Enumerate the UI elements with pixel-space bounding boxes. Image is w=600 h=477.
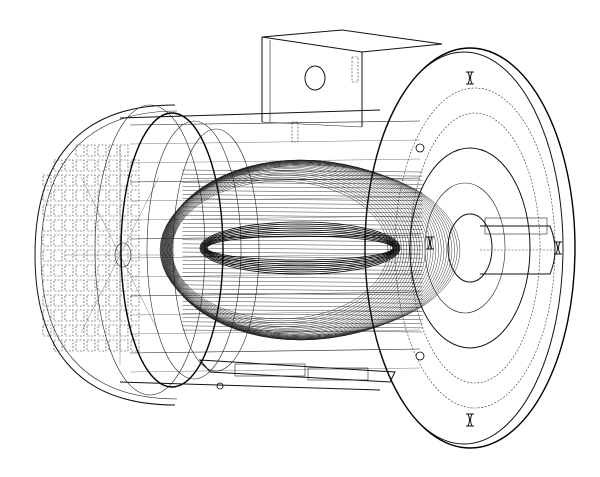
mounting-flange (364, 47, 576, 449)
motor-shaft (480, 217, 560, 275)
motor-housing (94, 104, 425, 396)
rotor (199, 221, 401, 275)
terminal-box (261, 29, 443, 143)
stator-windings (159, 159, 461, 341)
fan-cover (34, 104, 178, 406)
